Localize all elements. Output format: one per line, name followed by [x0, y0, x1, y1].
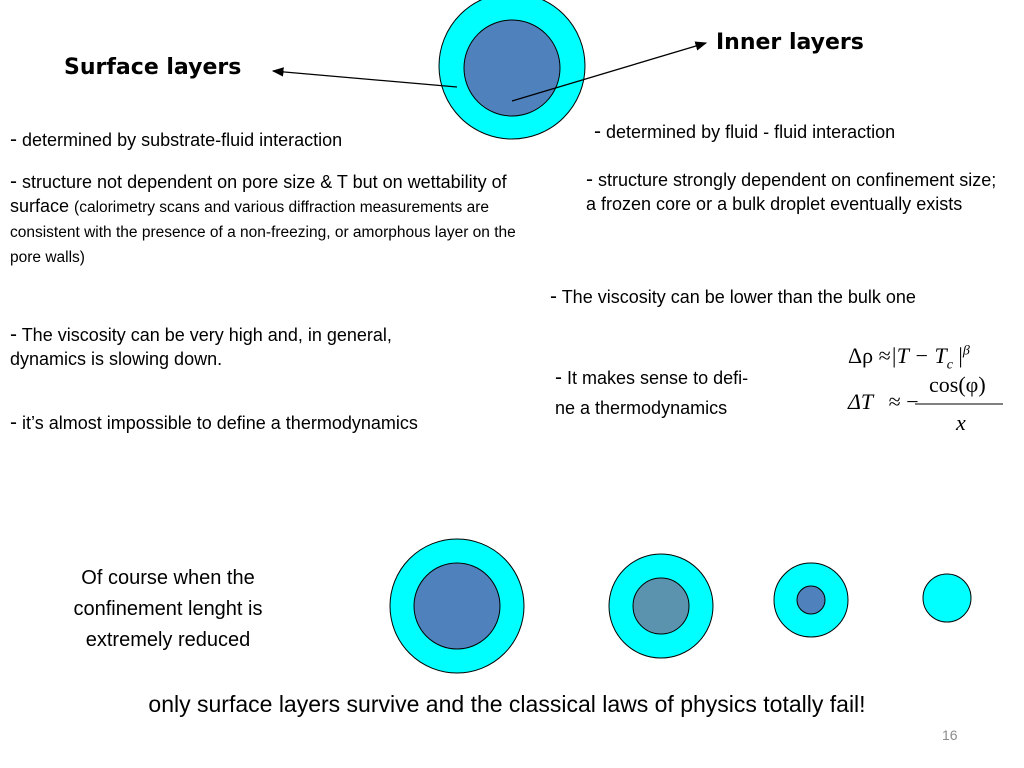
surface-item-2-note: (calorimetry scans and various diffracti… [10, 199, 516, 266]
surface-item-4-text: it’s almost impossible to define a therm… [22, 413, 418, 433]
formula2-denominator: x [956, 410, 966, 435]
inner-item-2-text: structure strongly dependent on confinem… [586, 170, 997, 214]
formula1-lhs: Δρ [848, 343, 874, 368]
formula2-rel: ≈ − [888, 389, 919, 414]
surface-item-1: - determined by substrate-fluid interact… [10, 128, 450, 152]
formula-density-scaling: Δρ ≈|T − Tc |β [848, 343, 970, 373]
surface-item-3-text: The viscosity can be very high and, in g… [10, 325, 392, 369]
formula2-lhs-group: ΔT ≈ − [848, 389, 919, 415]
surface-item-2: - structure not dependent on pore size &… [10, 170, 520, 269]
confinement-caption: Of course when the confinement lenght is… [73, 567, 263, 651]
conclusion-text: only surface layers survive and the clas… [148, 691, 866, 717]
surface-item-3: - The viscosity can be very high and, in… [10, 323, 440, 371]
inner-item-2: - structure strongly dependent on confin… [586, 168, 1011, 216]
inner-item-4-line1: - It makes sense to defi- [555, 363, 815, 393]
bullet-dash: - [586, 168, 593, 191]
surface-item-1-text: determined by substrate-fluid interactio… [22, 130, 343, 150]
pore-smallest-outer [922, 573, 972, 623]
bullet-dash: - [10, 323, 17, 346]
surface-item-2-main: structure not dependent on pore size & T… [10, 172, 507, 216]
formula1-rhs: |T − T [890, 343, 947, 368]
pore-medium-core [632, 577, 690, 635]
inner-layers-label: Inner layers [716, 30, 864, 55]
inner-item-3: - The viscosity can be lower than the bu… [550, 285, 1020, 309]
bullet-dash: - [550, 285, 557, 308]
inner-core [463, 19, 561, 117]
page-number: 16 [942, 727, 958, 743]
formula2-lhs: ΔT [848, 389, 874, 414]
inner-item-4-text-2: ne a thermodynamics [555, 398, 728, 418]
formula1-sup: β [962, 343, 970, 359]
inner-item-4: - It makes sense to defi- ne a thermodyn… [555, 363, 815, 423]
formula1-rel: ≈ [878, 343, 891, 368]
pore-large-core [413, 562, 501, 650]
bullet-dash: - [10, 411, 17, 434]
bullet-dash: - [10, 128, 17, 151]
pore-small-core [796, 585, 826, 615]
bullet-dash: - [555, 366, 562, 389]
inner-layers-arrow [511, 41, 708, 102]
inner-item-4-text-1: It makes sense to defi- [567, 368, 749, 388]
inner-item-1-text: determined by fluid - fluid interaction [606, 122, 896, 142]
inner-item-3-text: The viscosity can be lower than the bulk… [561, 287, 916, 307]
bullet-dash: - [10, 170, 17, 193]
pore-diagram-top [438, 0, 586, 140]
formula1-sub: c [946, 357, 953, 373]
surface-item-4: - it’s almost impossible to define a the… [10, 411, 540, 435]
formula2-numerator: cos(φ) [929, 372, 986, 397]
formula1-bar: | [958, 343, 963, 368]
surface-layers-arrow [271, 67, 458, 88]
bullet-dash: - [594, 120, 601, 143]
surface-layers-label: Surface layers [64, 55, 242, 80]
inner-item-1: - determined by fluid - fluid interactio… [594, 120, 1014, 144]
pore-sequence [389, 538, 972, 674]
